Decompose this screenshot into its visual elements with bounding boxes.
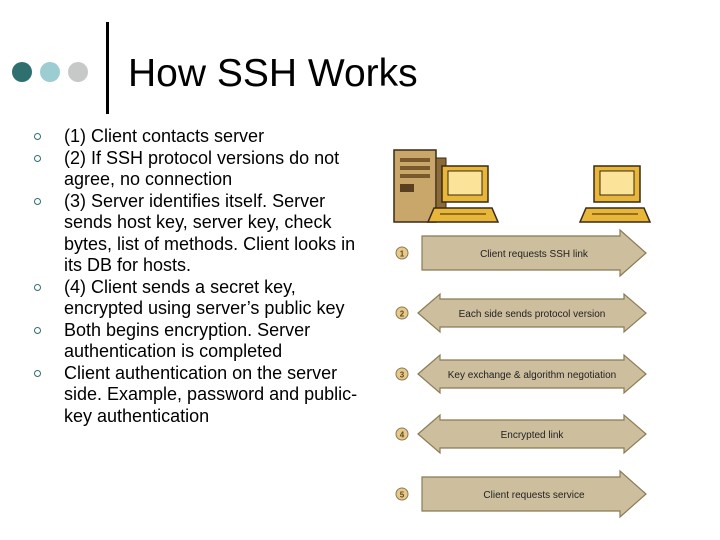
arrow-both-icon (417, 353, 647, 395)
step-number: 1 (400, 250, 405, 259)
bullet-item: Both begins encryption. Server authentic… (34, 320, 374, 363)
step-1: 1 Client requests SSH link (395, 228, 647, 278)
page-title: How SSH Works (128, 52, 418, 95)
bullet-icon (34, 133, 41, 140)
step-number: 2 (400, 310, 405, 319)
step-label: Client requests SSH link (480, 249, 589, 260)
ssh-diagram: 1 Client requests SSH link 2 Each side s… (393, 149, 652, 519)
title-dot-light (40, 62, 60, 82)
bullet-icon (34, 326, 41, 334)
bullet-list: (1) Client contacts server (2) If SSH pr… (34, 126, 374, 427)
step-label: Encrypted link (501, 430, 565, 441)
title-divider (106, 22, 109, 114)
bullet-icon (34, 154, 41, 162)
bullet-text: (3) Server identifies itself. Server sen… (64, 190, 356, 276)
bullet-icon (34, 197, 41, 205)
bullet-icon (34, 283, 41, 291)
bullet-text: (1) Client contacts server (64, 126, 265, 146)
step-number-badge (395, 427, 409, 441)
bullet-text: (4) Client sends a secret key, encrypted… (64, 276, 345, 319)
bullet-icon (34, 369, 41, 377)
step-number-badge (395, 246, 409, 260)
server-icon (393, 149, 447, 223)
step-4: 4 Encrypted link (395, 413, 647, 455)
bullet-text: Both begins encryption. Server authentic… (64, 319, 311, 362)
step-3: 3 Key exchange & algorithm negotiation (395, 353, 647, 395)
title-dots (12, 62, 102, 86)
step-2: 2 Each side sends protocol version (395, 292, 647, 334)
client-computer-icon (426, 165, 500, 223)
arrow-both-icon (417, 292, 647, 334)
step-label: Key exchange & algorithm negotiation (448, 370, 616, 381)
step-label: Each side sends protocol version (459, 309, 606, 320)
step-5: 5 Client requests service (395, 469, 647, 519)
title-dot-gray (68, 62, 88, 82)
bullet-text: Client authentication on the server side… (64, 362, 358, 426)
bullet-item: Client authentication on the server side… (34, 363, 374, 428)
step-number-badge (395, 306, 409, 320)
step-number: 4 (400, 431, 405, 440)
arrow-right-icon (421, 469, 647, 519)
arrow-both-icon (417, 413, 647, 455)
bullet-item: (3) Server identifies itself. Server sen… (34, 191, 374, 277)
remote-computer-icon (578, 165, 652, 223)
bullet-item: (1) Client contacts server (34, 126, 374, 148)
step-number-badge (395, 367, 409, 381)
step-label: Client requests service (483, 490, 585, 501)
title-dot-dark (12, 62, 32, 82)
step-number: 3 (400, 371, 405, 380)
step-number: 5 (400, 491, 405, 500)
step-number-badge (395, 487, 409, 501)
bullet-item: (4) Client sends a secret key, encrypted… (34, 277, 374, 320)
bullet-item: (2) If SSH protocol versions do not agre… (34, 148, 374, 191)
bullet-text: (2) If SSH protocol versions do not agre… (64, 147, 340, 190)
arrow-right-icon (421, 228, 647, 278)
